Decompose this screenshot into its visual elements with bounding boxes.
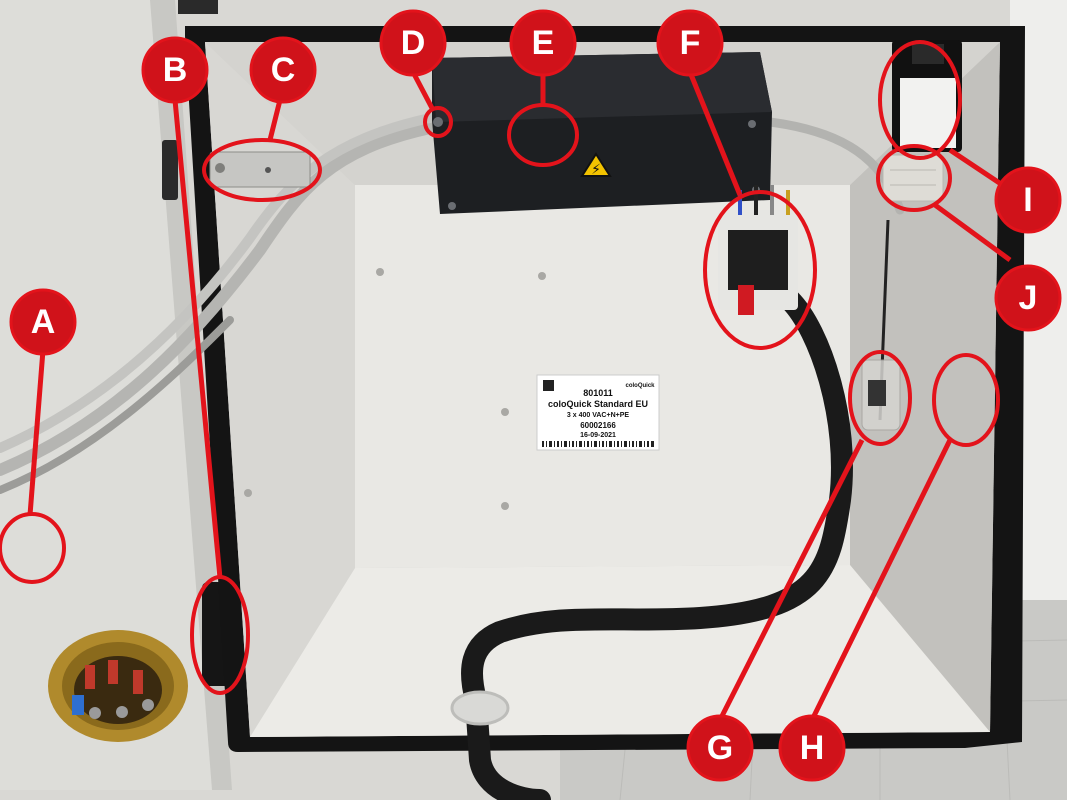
barcode-icon [542,441,654,447]
callout-d: D [379,9,447,77]
svg-text:F: F [680,24,701,62]
callout-j: J [994,264,1062,332]
limit-switch-cable-gland [882,154,944,202]
svg-text:I: I [1023,181,1032,219]
junction-box: ⚡ [432,52,772,214]
highlight-ring-c [202,138,322,202]
door-cable-gland [48,630,188,742]
svg-text:D: D [401,24,426,62]
callout-b: B [141,36,209,104]
callout-a: A [9,288,77,356]
callout-c: C [249,36,317,104]
highlight-ring-d [423,106,453,138]
svg-text:H: H [800,729,825,767]
door-limit-switch [892,40,962,152]
grey-cables [0,113,905,494]
callout-g: G [686,714,754,782]
label-brand: coloQuick [625,383,655,389]
label-model-number: 801011 [583,388,613,398]
label-serial: 60002166 [580,421,616,430]
high-voltage-warning-icon [580,152,612,177]
svg-text:G: G [707,729,733,767]
svg-text:J: J [1019,279,1038,317]
callout-e: E [509,9,577,77]
bottom-cable-gland [450,690,510,726]
cable-tie-bag [861,219,901,431]
qr-code-icon [543,380,554,391]
product-label: coloQuick 801011 coloQuick Standard EU 3… [536,374,660,451]
callout-f: F [656,9,724,77]
label-voltage: 3 x 400 VAC+N+PE [567,412,629,419]
svg-text:⚡: ⚡ [591,162,601,178]
highlight-ring-h [932,353,1000,447]
door-hinge-top [162,140,178,200]
highlight-ring-f [703,190,817,350]
highlight-ring-i [878,40,962,160]
svg-text:C: C [271,51,296,89]
highlight-ring-j [876,144,952,212]
highlight-ring-g [848,350,912,446]
cable-clamp-block [209,151,311,188]
label-product-name: coloQuick Standard EU [548,399,648,409]
callout-i: I [994,166,1062,234]
svg-text:E: E [532,24,555,62]
main-switch [718,185,798,315]
callout-h: H [778,714,846,782]
svg-text:B: B [163,51,188,89]
label-date: 16-09-2021 [580,432,616,439]
svg-text:A: A [31,303,56,341]
